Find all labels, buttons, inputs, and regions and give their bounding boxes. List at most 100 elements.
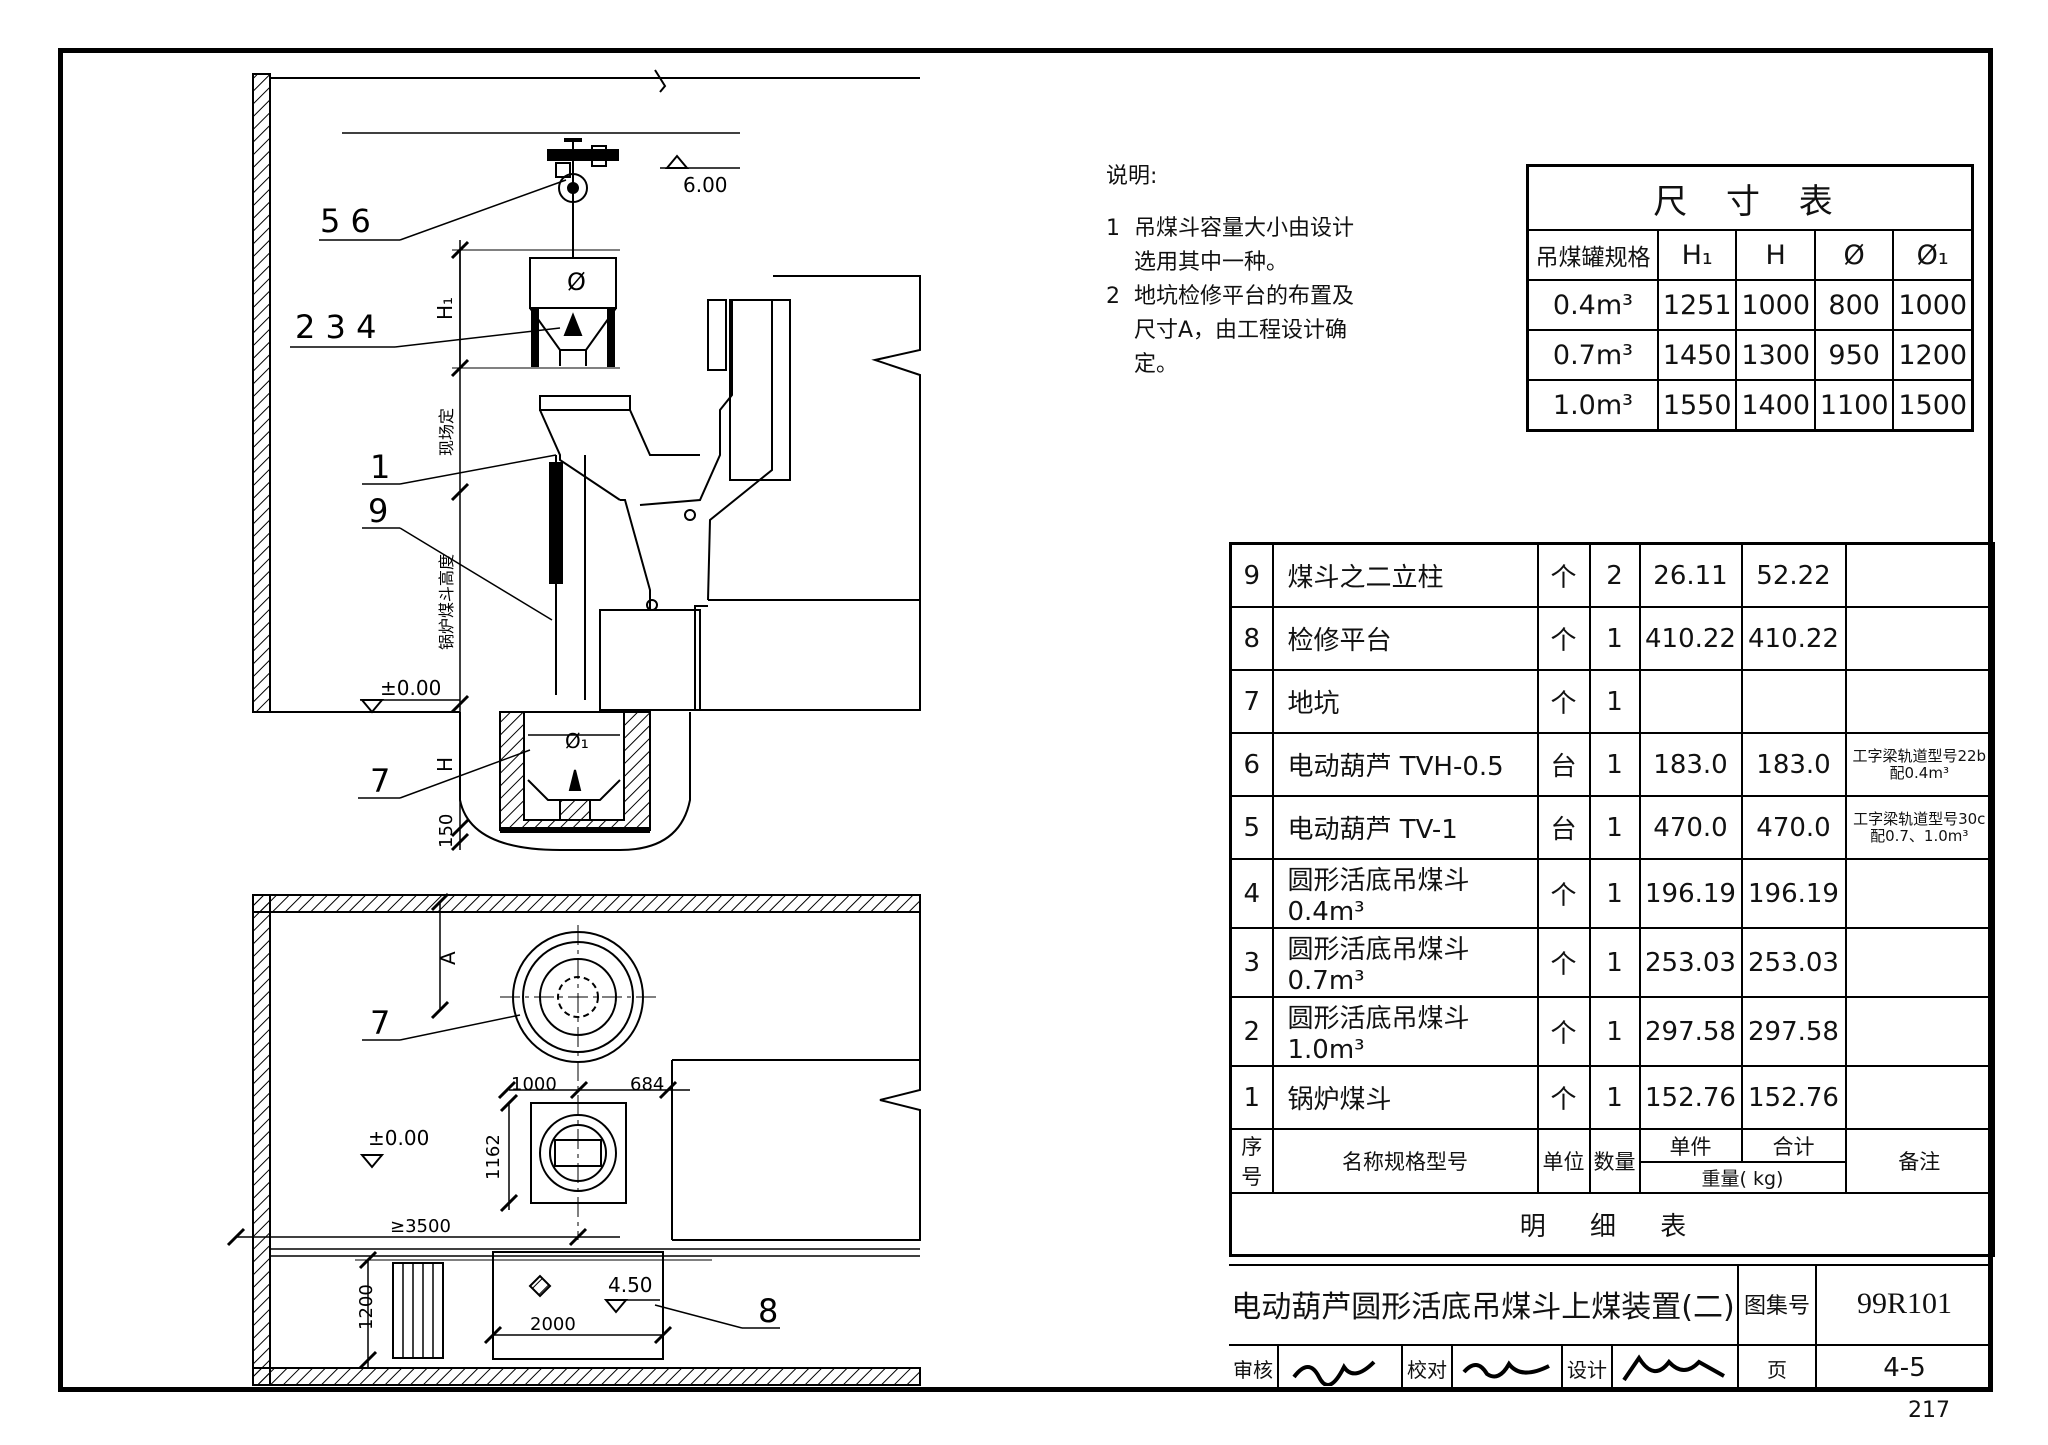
check-label: 校对 bbox=[1407, 1357, 1447, 1382]
bom-cell-unit: 台 bbox=[1536, 795, 1591, 860]
page-number: 217 bbox=[1908, 1398, 1950, 1423]
pit bbox=[459, 711, 691, 851]
h-label: H bbox=[433, 757, 457, 772]
bom-cell-unit: 个 bbox=[1536, 927, 1591, 998]
bom-cell-name: 检修平台 bbox=[1271, 606, 1539, 671]
bom-cell-name: 圆形活底吊煤斗 0.7m³ bbox=[1271, 927, 1539, 998]
bom-cell-remark bbox=[1844, 542, 1995, 608]
callout-1: 1 bbox=[370, 448, 390, 486]
title-block: 电动葫芦圆形活底吊煤斗上煤装置(二) 图集号 99R101 审核 校对 设计 页… bbox=[1229, 1192, 1992, 1392]
dimension-table: 尺 寸 表 吊煤罐规格 H₁ H Ø Ø₁ 0.4m³ 1251 1000 80… bbox=[1526, 164, 1974, 432]
electric-hoist bbox=[547, 138, 619, 250]
bom-cell-unit: 个 bbox=[1536, 996, 1591, 1067]
h1-label: H₁ bbox=[433, 297, 457, 320]
bom-cell-no: 9 bbox=[1229, 542, 1274, 608]
bom-cell-qty: 1 bbox=[1588, 927, 1641, 998]
plan-view bbox=[226, 892, 921, 1386]
dim-header-h: H bbox=[1735, 229, 1816, 281]
dim-cell: 950 bbox=[1813, 329, 1895, 381]
bom-cell-no: 4 bbox=[1229, 858, 1274, 929]
bom-cell-unit-w bbox=[1638, 669, 1743, 734]
phi1-label: Ø₁ bbox=[565, 729, 589, 753]
bom-cell-total-w: 470.0 bbox=[1740, 795, 1847, 860]
bom-cell-unit: 个 bbox=[1536, 858, 1591, 929]
left-wall bbox=[252, 73, 271, 713]
bom-cell-name: 圆形活底吊煤斗 0.4m³ bbox=[1271, 858, 1539, 929]
callout-7: 7 bbox=[370, 762, 390, 800]
bom-cell-no: 1 bbox=[1229, 1065, 1274, 1130]
bom-cell-name: 锅炉煤斗 bbox=[1271, 1065, 1539, 1130]
bom-cell-total-w bbox=[1740, 669, 1847, 734]
dim-cell: 0.7m³ bbox=[1526, 329, 1659, 381]
note-text: 地坑检修平台的布置及尺寸A，由工程设计确定。 bbox=[1134, 284, 1355, 377]
elevation-ground-plan-label: ±0.00 bbox=[368, 1126, 429, 1150]
bom-cell-unit: 个 bbox=[1536, 606, 1591, 671]
bom-cell-qty: 1 bbox=[1588, 732, 1641, 797]
dim-cell: 1550 bbox=[1656, 379, 1738, 432]
note-number: 1 bbox=[1106, 216, 1120, 241]
dim-cell: 1251 bbox=[1656, 279, 1738, 331]
bom-cell-total-w: 183.0 bbox=[1740, 732, 1847, 797]
bom-cell-remark: 工字梁轨道型号22b 配0.4m³ bbox=[1844, 732, 1995, 797]
bom-header-unit: 单位 bbox=[1536, 1128, 1591, 1194]
bom-cell-unit-w: 152.76 bbox=[1638, 1065, 1743, 1130]
bom-cell-total-w: 152.76 bbox=[1740, 1065, 1847, 1130]
notes-heading: 说明: bbox=[1106, 164, 1158, 189]
bom-cell-no: 7 bbox=[1229, 669, 1274, 734]
bom-cell-unit-w: 253.03 bbox=[1638, 927, 1743, 998]
bom-cell-qty: 1 bbox=[1588, 1065, 1641, 1130]
bom-header-weight: 重量( kg) bbox=[1638, 1161, 1847, 1194]
bom-cell-remark bbox=[1844, 669, 1995, 734]
callout-5-6: 5 6 bbox=[320, 202, 371, 240]
bom-cell-unit: 台 bbox=[1536, 732, 1591, 797]
bom-cell-total-w: 253.03 bbox=[1740, 927, 1847, 998]
dim-cell: 1300 bbox=[1735, 329, 1816, 381]
dim-cell: 1450 bbox=[1656, 329, 1738, 381]
note-number: 2 bbox=[1106, 284, 1120, 309]
bom-cell-unit: 个 bbox=[1536, 669, 1591, 734]
note-text: 吊煤斗容量大小由设计选用其中一种。 bbox=[1134, 216, 1355, 275]
dim-1162: 1162 bbox=[483, 1134, 504, 1180]
table-row: 1.0m³ 1550 1400 1100 1500 bbox=[1526, 379, 1974, 432]
bom-cell-remark bbox=[1844, 927, 1995, 998]
bom-cell-name: 电动葫芦 TV-1 bbox=[1271, 795, 1539, 860]
hanging-coal-bucket bbox=[529, 250, 617, 367]
callout-leaders bbox=[290, 179, 567, 799]
note-item: 2 地坑检修平台的布置及尺寸A，由工程设计确定。 bbox=[1106, 280, 1364, 382]
dim-header-phi: Ø bbox=[1813, 229, 1895, 281]
dim-cell: 1000 bbox=[1735, 279, 1816, 331]
bom-header-name: 名称规格型号 bbox=[1271, 1128, 1539, 1194]
callout-2-3-4: 2 3 4 bbox=[295, 308, 376, 346]
dim-cell: 800 bbox=[1813, 279, 1895, 331]
dim-3500: ≥3500 bbox=[390, 1216, 451, 1237]
dim-1200: 1200 bbox=[356, 1284, 377, 1330]
drawing-title: 电动葫芦圆形活底吊煤斗上煤装置(二) bbox=[1231, 1290, 1735, 1325]
dim-cell: 1200 bbox=[1892, 329, 1974, 381]
bom-cell-unit-w: 183.0 bbox=[1638, 732, 1743, 797]
bom-cell-no: 8 bbox=[1229, 606, 1274, 671]
phi-label: Ø bbox=[567, 268, 586, 296]
bom-cell-name: 电动葫芦 TVH-0.5 bbox=[1271, 732, 1539, 797]
dim-cell: 1400 bbox=[1735, 379, 1816, 432]
dim-2000: 2000 bbox=[530, 1314, 576, 1335]
dim-cell: 1.0m³ bbox=[1526, 379, 1659, 432]
atlas-number: 99R101 bbox=[1856, 1287, 1952, 1320]
dim-cell: 0.4m³ bbox=[1526, 279, 1659, 331]
bom-cell-remark bbox=[1844, 996, 1995, 1067]
bom-cell-name: 地坑 bbox=[1271, 669, 1539, 734]
review-label: 审核 bbox=[1233, 1357, 1273, 1382]
boiler-hopper bbox=[539, 299, 791, 700]
bom-cell-unit: 个 bbox=[1536, 542, 1591, 608]
bom-cell-unit-w: 26.11 bbox=[1638, 542, 1743, 608]
bom-cell-no: 2 bbox=[1229, 996, 1274, 1067]
bom-cell-no: 3 bbox=[1229, 927, 1274, 998]
elevation-view bbox=[252, 69, 921, 852]
bom-cell-qty: 1 bbox=[1588, 795, 1641, 860]
